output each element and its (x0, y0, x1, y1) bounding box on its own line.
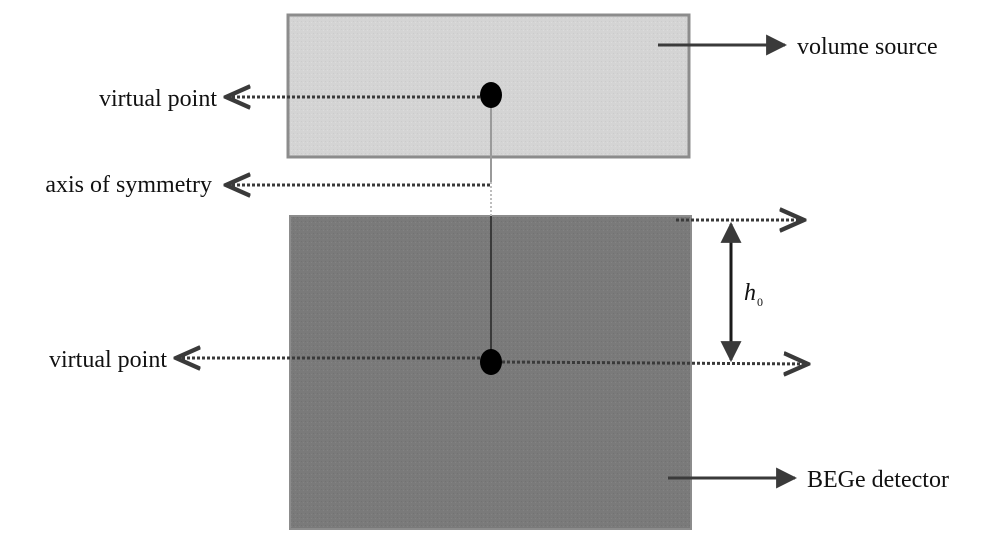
virtual-point-bottom-dot (480, 349, 502, 375)
virtual-point-top-dot (480, 82, 502, 108)
virtual-point-top-label: virtual point (99, 86, 217, 112)
virtual-point-bottom-label: virtual point (49, 347, 167, 373)
virtual-point-bottom-arrow-right (501, 362, 808, 364)
bege-detector-label: BEGe detector (807, 467, 949, 493)
axis-of-symmetry-label: axis of symmetry (45, 172, 212, 198)
volume-source-label: volume source (797, 34, 938, 60)
h0-label: h (744, 280, 756, 306)
h0-subscript: 0 (757, 295, 763, 309)
